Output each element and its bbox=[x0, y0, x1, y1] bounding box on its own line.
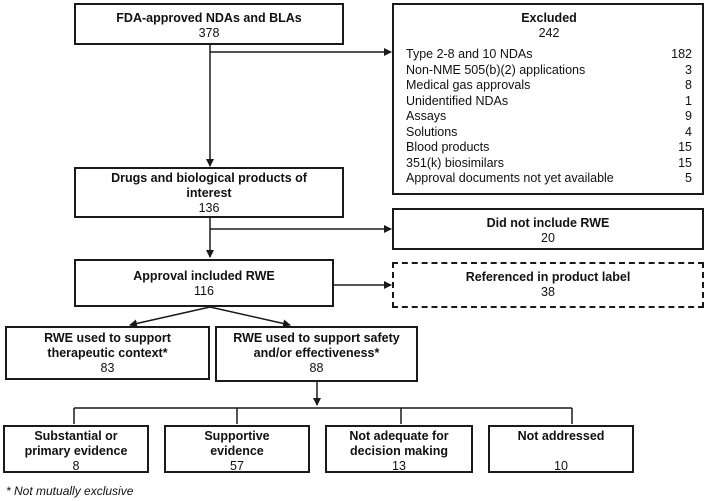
supportive-evidence-title: Supportive evidence bbox=[204, 429, 270, 458]
substantial-evidence-count: 8 bbox=[72, 459, 80, 473]
excluded-item-label: Non-NME 505(b)(2) applications bbox=[406, 62, 586, 77]
footnote: * Not mutually exclusive bbox=[6, 484, 134, 498]
not-addressed-box: Not addressed 10 bbox=[488, 425, 634, 473]
not-adequate-title: Not adequate for decision making bbox=[349, 429, 449, 458]
excluded-item-label: Approval documents not yet available bbox=[406, 171, 614, 185]
excluded-item-label: Assays bbox=[406, 109, 447, 123]
safety-effectiveness-title: RWE used to support safety and/or effect… bbox=[233, 331, 400, 360]
approval-included-rwe-box: Approval included RWE 116 bbox=[74, 259, 334, 307]
drugs-of-interest-title: Drugs and biological products of interes… bbox=[111, 171, 307, 200]
excluded-item-label: 351(k) biosimilars bbox=[406, 155, 504, 170]
excluded-item-value: 1 bbox=[685, 93, 692, 108]
excluded-item: Unidentified NDAs 1 bbox=[406, 94, 692, 110]
supportive-evidence-box: Supportive evidence 57 bbox=[164, 425, 310, 473]
excluded-title: Excluded bbox=[521, 11, 577, 25]
fda-approved-box: FDA-approved NDAs and BLAs 378 bbox=[74, 3, 344, 45]
safety-effectiveness-count: 88 bbox=[309, 361, 324, 375]
excluded-item: Medical gas approvals 8 bbox=[406, 78, 692, 94]
fda-approved-title: FDA-approved NDAs and BLAs bbox=[116, 11, 302, 25]
not-addressed-count: 10 bbox=[554, 459, 568, 473]
arrow-to-safety bbox=[209, 306, 291, 328]
excluded-item: Blood products 15 bbox=[406, 140, 692, 156]
did-not-include-rwe-box: Did not include RWE 20 bbox=[392, 208, 704, 250]
excluded-item: 351(k) biosimilars 15 bbox=[406, 156, 692, 172]
excluded-item-value: 3 bbox=[685, 62, 692, 77]
excluded-item-value: 4 bbox=[685, 124, 692, 139]
not-adequate-box: Not adequate for decision making 13 bbox=[325, 425, 473, 473]
excluded-item-value: 15 bbox=[678, 140, 692, 154]
fda-approved-count: 378 bbox=[198, 26, 220, 40]
excluded-item: Type 2-8 and 10 NDAs 182 bbox=[406, 47, 692, 63]
therapeutic-context-count: 83 bbox=[100, 361, 115, 375]
excluded-count: 242 bbox=[538, 26, 560, 40]
excluded-item: Assays 9 bbox=[406, 109, 692, 125]
excluded-item: Approval documents not yet available 5 bbox=[406, 171, 692, 187]
referenced-in-label-box: Referenced in product label 38 bbox=[392, 262, 704, 308]
excluded-item-value: 182 bbox=[671, 47, 692, 61]
therapeutic-context-title: RWE used to support therapeutic context* bbox=[44, 331, 171, 360]
excluded-item-value: 5 bbox=[685, 171, 692, 185]
approval-included-rwe-count: 116 bbox=[194, 284, 214, 298]
referenced-in-label-count: 38 bbox=[541, 285, 555, 299]
excluded-item-label: Type 2-8 and 10 NDAs bbox=[406, 47, 533, 61]
not-addressed-title: Not addressed bbox=[517, 429, 605, 443]
supportive-evidence-count: 57 bbox=[230, 459, 244, 473]
approval-included-rwe-title: Approval included RWE bbox=[133, 269, 275, 283]
excluded-item-label: Blood products bbox=[406, 140, 490, 154]
excluded-item-value: 8 bbox=[685, 78, 692, 92]
substantial-evidence-box: Substantial or primary evidence 8 bbox=[3, 425, 149, 473]
safety-effectiveness-box: RWE used to support safety and/or effect… bbox=[215, 326, 418, 382]
did-not-include-rwe-title: Did not include RWE bbox=[486, 216, 610, 230]
did-not-include-rwe-count: 20 bbox=[541, 231, 555, 245]
therapeutic-context-box: RWE used to support therapeutic context*… bbox=[5, 326, 210, 380]
excluded-item-label: Unidentified NDAs bbox=[406, 93, 509, 108]
excluded-item-value: 15 bbox=[678, 155, 692, 170]
arrow-to-context bbox=[129, 306, 211, 328]
referenced-in-label-title: Referenced in product label bbox=[465, 270, 631, 284]
excluded-item: Solutions 4 bbox=[406, 125, 692, 141]
drugs-of-interest-count: 136 bbox=[198, 201, 220, 215]
excluded-item: Non-NME 505(b)(2) applications 3 bbox=[406, 63, 692, 79]
substantial-evidence-title: Substantial or primary evidence bbox=[24, 429, 128, 458]
excluded-item-label: Medical gas approvals bbox=[406, 78, 531, 92]
excluded-item-label: Solutions bbox=[406, 124, 458, 139]
not-adequate-count: 13 bbox=[392, 459, 406, 473]
drugs-of-interest-box: Drugs and biological products of interes… bbox=[74, 167, 344, 218]
excluded-item-value: 9 bbox=[685, 109, 692, 123]
